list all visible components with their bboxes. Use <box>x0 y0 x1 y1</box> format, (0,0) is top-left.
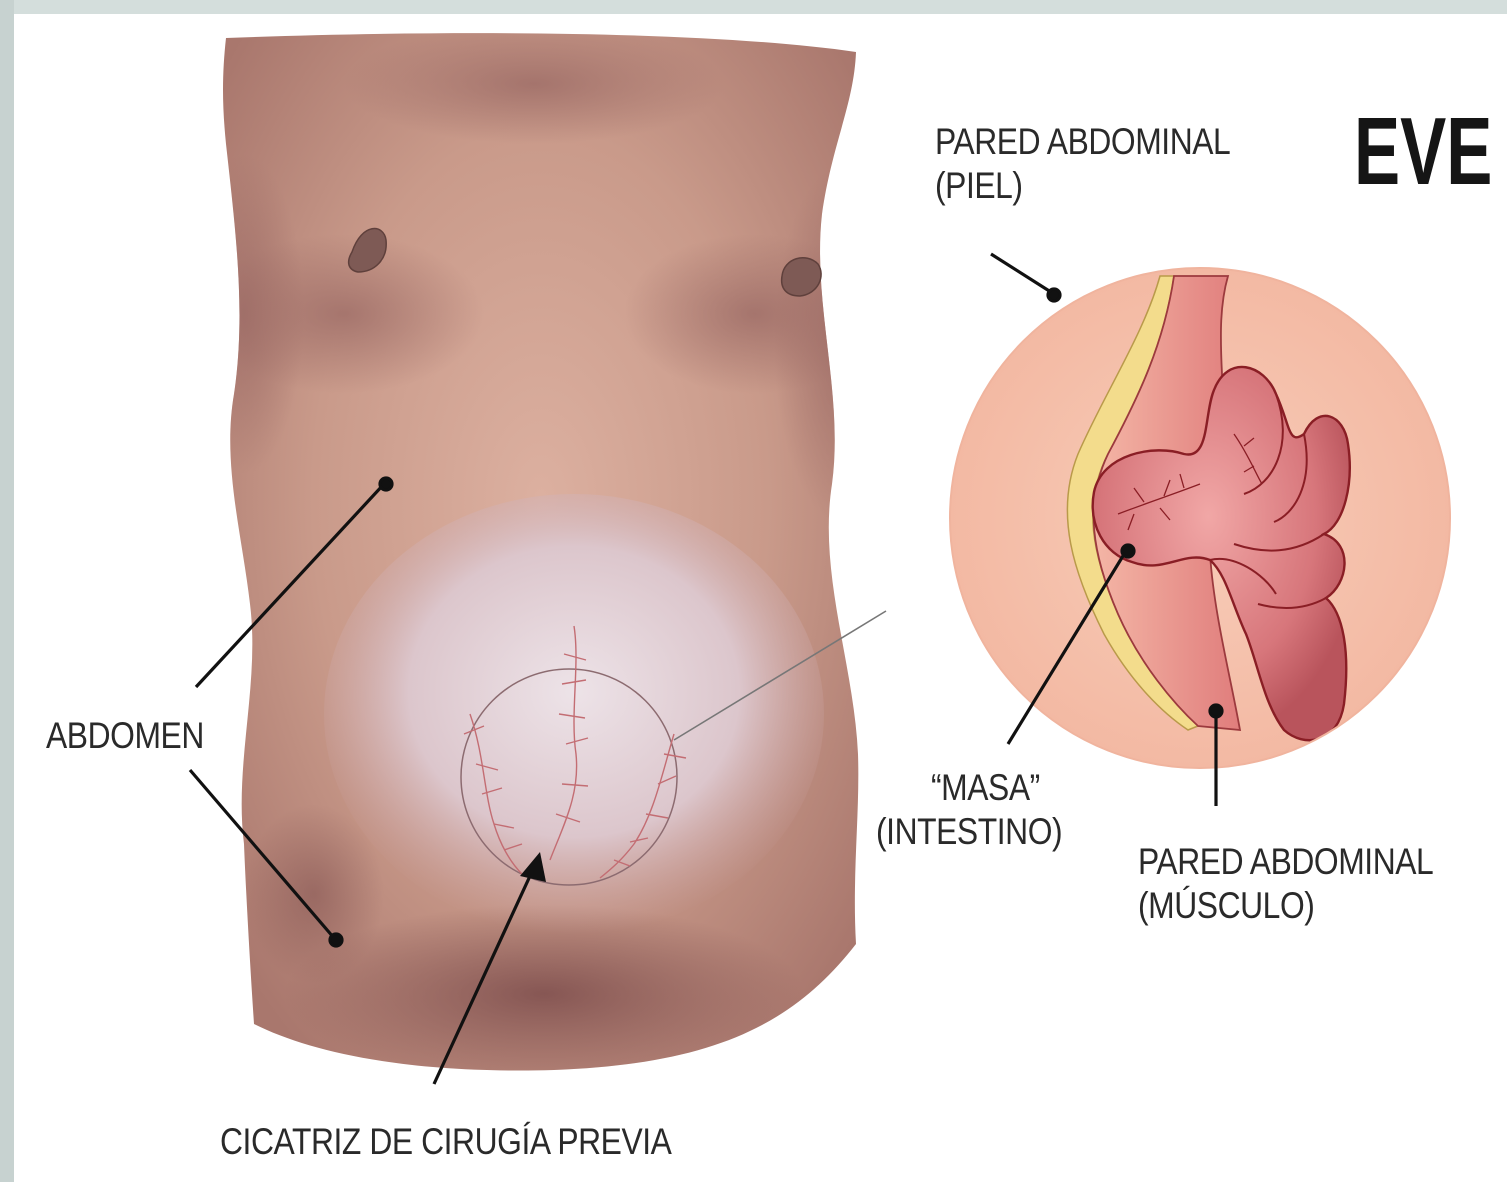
torso <box>184 24 914 1084</box>
hernia-illustration <box>14 14 1507 1182</box>
pared-piel-label-line1: PARED ABDOMINAL <box>935 120 1230 164</box>
pared-musculo-label-line1: PARED ABDOMINAL <box>1138 840 1433 884</box>
masa-label-line1: “MASA” <box>931 766 1040 810</box>
illustration-canvas: EVE PARED ABDOMINAL (PIEL) ABDOMEN “MASA… <box>14 14 1507 1182</box>
abdomen-label: ABDOMEN <box>46 714 204 758</box>
cross-section-inset <box>950 268 1450 768</box>
frame-left-border <box>0 0 14 1182</box>
masa-label-line2: (INTESTINO) <box>876 810 1062 854</box>
pared-musculo-label-line2: (MÚSCULO) <box>1138 884 1314 928</box>
pared-piel-label-line2: (PIEL) <box>935 164 1023 208</box>
cicatriz-label: CICATRIZ DE CIRUGÍA PREVIA <box>220 1120 671 1164</box>
page-title: EVE <box>1354 102 1492 202</box>
frame-top-border <box>0 0 1507 14</box>
